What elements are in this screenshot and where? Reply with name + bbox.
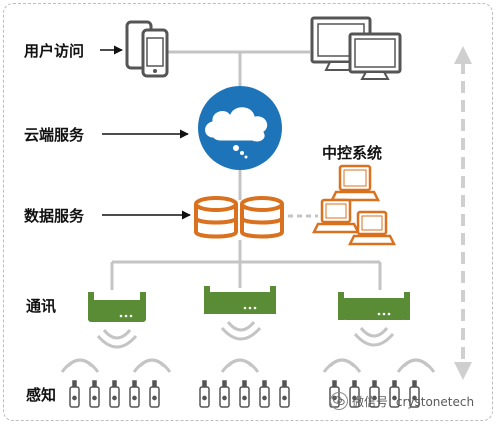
gateway-device-right: [338, 292, 410, 320]
vertical-double-arrow: [454, 46, 472, 380]
gateway-device-left: [88, 292, 146, 322]
gateway-wifi-signals: [96, 321, 395, 349]
gateway-device-center: [204, 286, 276, 314]
sensor-group-center: [199, 380, 290, 408]
central-control-computers-icon: [311, 164, 397, 246]
label-sensing: 感知: [26, 386, 57, 404]
label-central-control: 中控系统: [322, 144, 383, 162]
cloud-service-icon: [198, 86, 282, 170]
label-cloud-service: 云端服务: [24, 126, 85, 144]
watermark: 微信号: crystonetech: [330, 392, 474, 410]
label-data-service: 数据服务: [24, 207, 85, 225]
watermark-text: 微信号: crystonetech: [352, 394, 475, 409]
sensor-group-left: [69, 380, 160, 408]
database-icon: [194, 196, 284, 239]
label-arrows: [100, 45, 191, 220]
label-communication: 通讯: [26, 297, 57, 315]
desktop-computers-icon: [310, 16, 402, 80]
phones-icon: [125, 20, 169, 78]
connection-lines: [110, 50, 382, 290]
label-user-access: 用户访问: [24, 42, 85, 60]
diagram-frame: [3, 3, 493, 421]
sensor-wifi-signals: [60, 358, 436, 373]
wechat-icon: [330, 392, 348, 410]
